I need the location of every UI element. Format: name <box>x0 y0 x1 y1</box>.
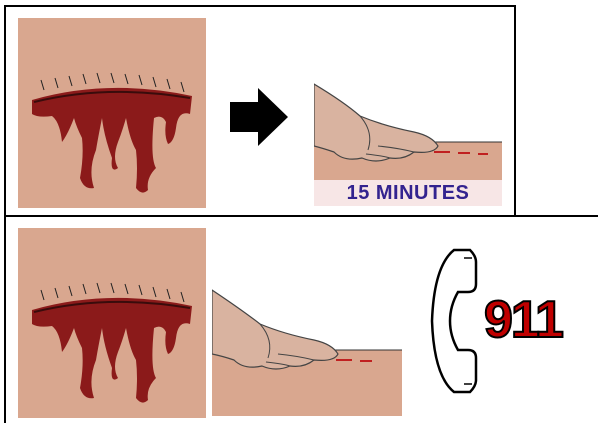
bleeding-wound-icon <box>18 228 206 418</box>
arrow-right-icon <box>228 86 290 148</box>
emergency-number: 911 <box>484 290 562 350</box>
hand-pressure-icon <box>212 286 402 416</box>
hand-pressure-icon <box>314 76 502 180</box>
time-duration-label: 15 MINUTES <box>314 180 502 206</box>
bleeding-wound-icon <box>18 18 206 208</box>
